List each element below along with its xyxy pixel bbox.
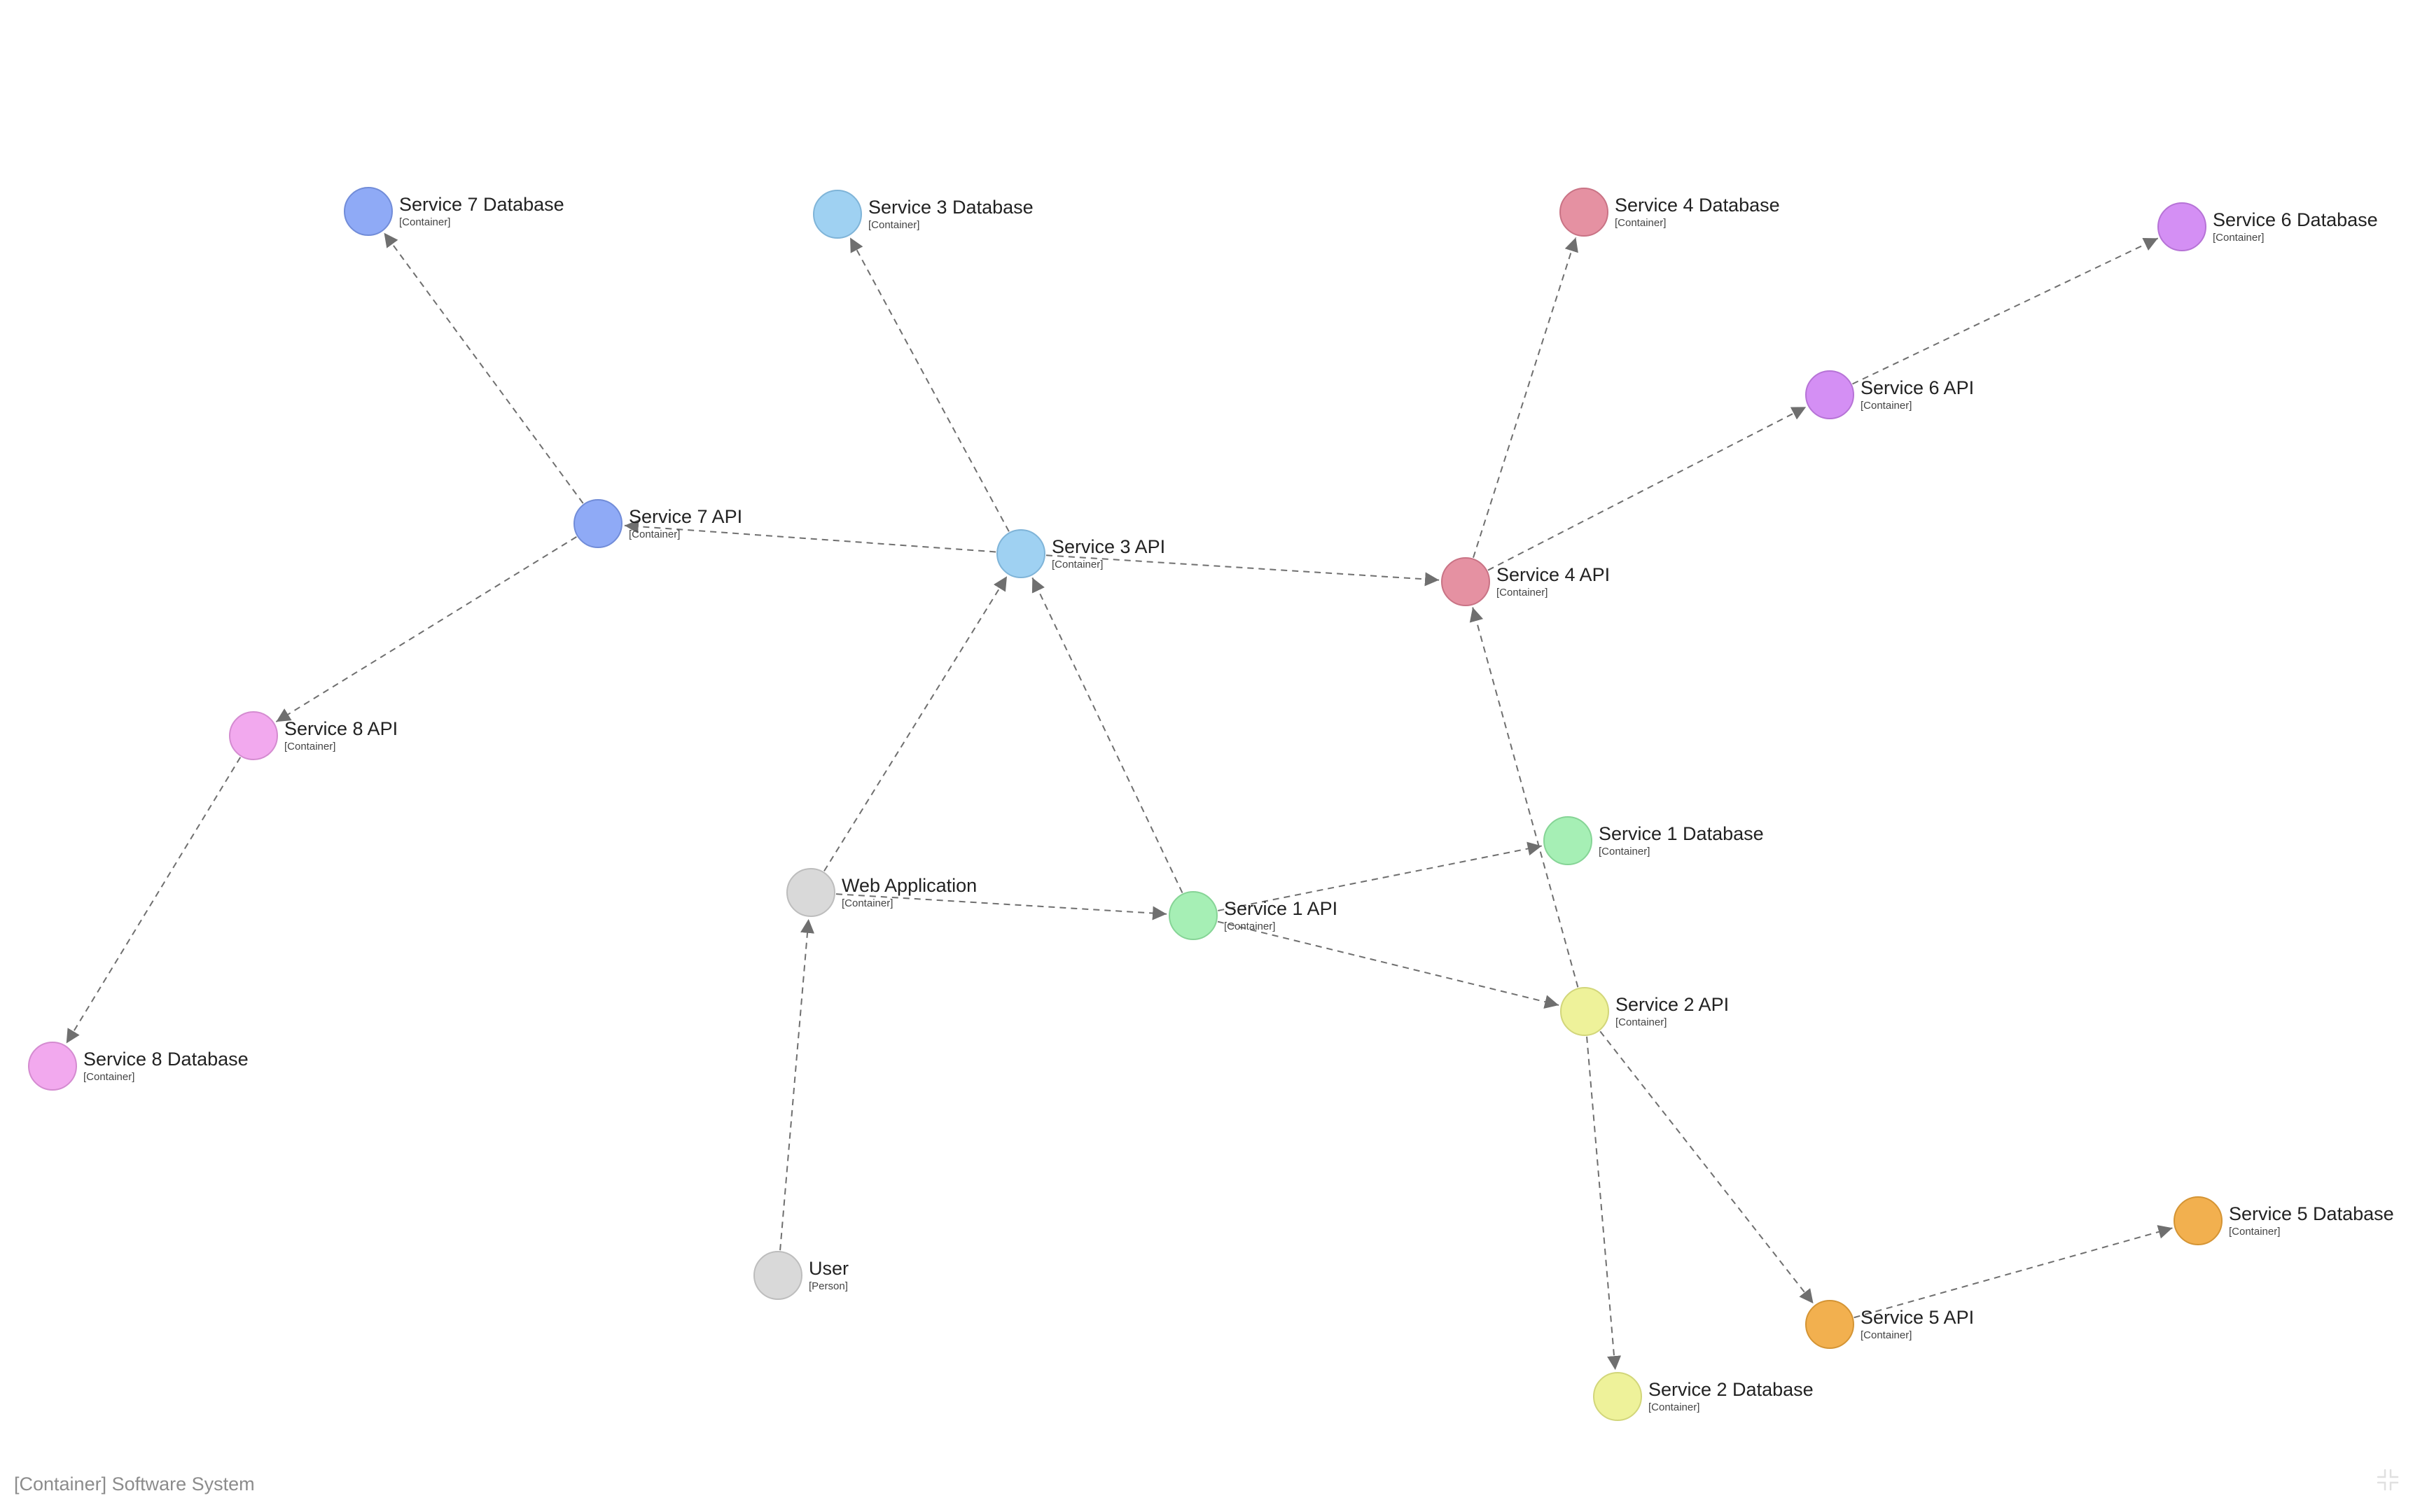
node-type-s4db: [Container] xyxy=(1615,217,1666,229)
node-type-s5db: [Container] xyxy=(2229,1226,2280,1238)
node-s7api[interactable]: Service 7 API[Container] xyxy=(573,499,742,548)
node-name-s1db: Service 1 Database xyxy=(1599,823,1764,844)
node-circle-s7db[interactable] xyxy=(344,187,393,236)
edge-s7api-to-s7db[interactable] xyxy=(383,232,584,504)
node-circle-s7api[interactable] xyxy=(573,499,623,548)
edge-s1api-to-s2api[interactable] xyxy=(1217,920,1559,1009)
node-s2db[interactable]: Service 2 Database[Container] xyxy=(1593,1372,1814,1421)
node-circle-s3api[interactable] xyxy=(996,529,1045,578)
node-name-s4db: Service 4 Database xyxy=(1615,195,1780,216)
edge-s1api-to-s1db[interactable] xyxy=(1218,841,1542,911)
node-name-s4api: Service 4 API xyxy=(1496,564,1610,585)
node-webapp[interactable]: Web Application[Container] xyxy=(786,868,977,917)
node-type-s1db: [Container] xyxy=(1599,846,1650,858)
node-s5api[interactable]: Service 5 API[Container] xyxy=(1805,1300,1974,1349)
edge-s2api-to-s2db[interactable] xyxy=(1586,1036,1622,1371)
node-name-s2db: Service 2 Database xyxy=(1648,1379,1814,1400)
node-name-s7api: Service 7 API xyxy=(629,506,742,527)
node-type-s7api: [Container] xyxy=(629,528,680,540)
edge-s5api-to-s5db[interactable] xyxy=(1854,1225,2173,1319)
node-s1db[interactable]: Service 1 Database [Container] xyxy=(1543,816,1764,865)
node-s3db[interactable]: Service 3 Database[Container] xyxy=(813,190,1034,239)
node-circle-s5api[interactable] xyxy=(1805,1300,1854,1349)
node-circle-s1api[interactable] xyxy=(1169,891,1218,940)
edge-user-to-webapp[interactable] xyxy=(779,918,814,1251)
node-circle-s5db[interactable] xyxy=(2174,1196,2223,1245)
edge-s3api-to-s4api[interactable] xyxy=(1045,554,1440,587)
node-type-s4api: [Container] xyxy=(1496,587,1548,598)
node-s8db[interactable]: Service 8 Database[Container] xyxy=(28,1042,249,1091)
node-type-s8db: [Container] xyxy=(83,1071,134,1083)
node-circle-webapp[interactable] xyxy=(786,868,835,917)
nodes-layer: User[Person]Web Application[Container]Se… xyxy=(28,187,2394,1421)
node-circle-user[interactable] xyxy=(753,1251,802,1300)
node-circle-s8api[interactable] xyxy=(229,711,278,760)
node-name-webapp: Web Application xyxy=(842,875,977,896)
node-type-s3api: [Container] xyxy=(1052,559,1103,570)
edge-s1api-to-s3api[interactable] xyxy=(1031,577,1183,893)
node-name-s6db: Service 6 Database xyxy=(2213,209,2378,230)
edge-s2api-to-s5api[interactable] xyxy=(1599,1030,1814,1304)
node-circle-s6api[interactable] xyxy=(1805,370,1854,419)
node-s2api[interactable]: Service 2 API[Container] xyxy=(1560,987,1729,1036)
edge-webapp-to-s3api[interactable] xyxy=(823,575,1008,872)
node-name-s1api: Service 1 API xyxy=(1224,898,1337,919)
node-type-webapp: [Container] xyxy=(842,897,893,909)
node-s1api[interactable]: Service 1 API[Container] xyxy=(1169,891,1337,940)
node-name-s8db: Service 8 Database xyxy=(83,1049,249,1070)
edge-s7api-to-s8api[interactable] xyxy=(275,536,577,722)
node-type-s6db: [Container] xyxy=(2213,232,2264,244)
node-type-s5api: [Container] xyxy=(1861,1329,1912,1341)
node-circle-s4api[interactable] xyxy=(1441,557,1490,606)
node-s5db[interactable]: Service 5 Database [Container] xyxy=(2174,1196,2394,1245)
node-name-user: User xyxy=(809,1258,849,1279)
node-type-s2db: [Container] xyxy=(1648,1401,1699,1413)
edge-s6api-to-s6db[interactable] xyxy=(1852,237,2159,385)
node-s4db[interactable]: Service 4 Database[Container] xyxy=(1559,188,1780,237)
fit-to-screen-button[interactable] xyxy=(2372,1464,2403,1495)
node-s6api[interactable]: Service 6 API [Container] xyxy=(1805,370,1974,419)
edge-s3api-to-s7api[interactable] xyxy=(624,519,996,553)
node-user[interactable]: User[Person] xyxy=(753,1251,849,1300)
edge-s3api-to-s3db[interactable] xyxy=(849,237,1010,532)
node-type-s2api: [Container] xyxy=(1615,1016,1667,1028)
node-circle-s2db[interactable] xyxy=(1593,1372,1642,1421)
edge-s4api-to-s6api[interactable] xyxy=(1487,406,1807,571)
node-name-s7db: Service 7 Database xyxy=(399,194,564,215)
node-type-s3db: [Container] xyxy=(868,219,919,231)
node-circle-s2api[interactable] xyxy=(1560,987,1609,1036)
node-name-s5db: Service 5 Database xyxy=(2229,1203,2394,1224)
node-circle-s8db[interactable] xyxy=(28,1042,77,1091)
node-s8api[interactable]: Service 8 API [Container] xyxy=(229,711,398,760)
edge-s8api-to-s8db[interactable] xyxy=(65,757,242,1044)
node-circle-s3db[interactable] xyxy=(813,190,862,239)
node-type-s1api: [Container] xyxy=(1224,920,1275,932)
node-name-s3api: Service 3 API xyxy=(1052,536,1165,557)
node-s3api[interactable]: Service 3 API [Container] xyxy=(996,529,1165,578)
node-circle-s1db[interactable] xyxy=(1543,816,1592,865)
node-name-s3db: Service 3 Database xyxy=(868,197,1034,218)
edges-layer xyxy=(65,232,2173,1371)
node-circle-s4db[interactable] xyxy=(1559,188,1608,237)
node-name-s8api: Service 8 API xyxy=(284,718,398,739)
node-name-s5api: Service 5 API xyxy=(1861,1307,1974,1328)
node-circle-s6db[interactable] xyxy=(2157,202,2206,251)
node-s4api[interactable]: Service 4 API [Container] xyxy=(1441,557,1610,606)
node-name-s6api: Service 6 API xyxy=(1861,377,1974,398)
fit-to-screen-icon xyxy=(2377,1469,2399,1491)
edge-s4api-to-s4db[interactable] xyxy=(1473,237,1578,559)
edge-s2api-to-s4api[interactable] xyxy=(1469,607,1579,988)
node-s7db[interactable]: Service 7 Database[Container] xyxy=(344,187,564,236)
node-type-s8api: [Container] xyxy=(284,741,335,752)
node-name-s2api: Service 2 API xyxy=(1615,994,1729,1015)
node-type-s7db: [Container] xyxy=(399,216,450,228)
node-type-s6api: [Container] xyxy=(1861,400,1912,412)
node-s6db[interactable]: Service 6 Database [Container] xyxy=(2157,202,2378,251)
node-type-user: [Person] xyxy=(809,1280,848,1292)
diagram-title: [Container] Software System xyxy=(14,1474,255,1494)
